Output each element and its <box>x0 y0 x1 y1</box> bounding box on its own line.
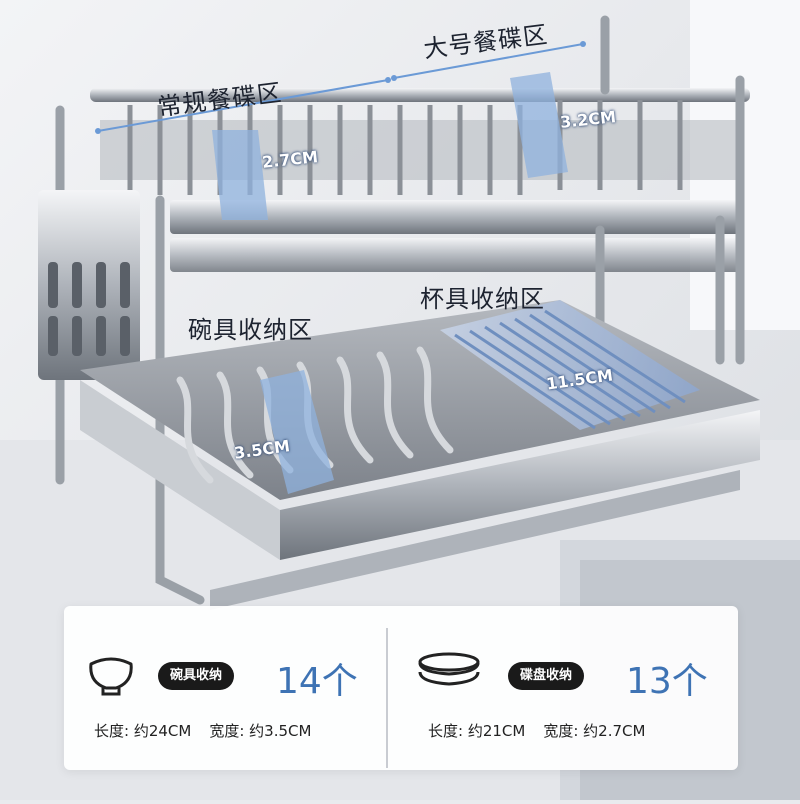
dimension-lines <box>95 41 586 134</box>
plate-storage-pill: 碟盘收纳 <box>508 662 585 690</box>
bowl-width: 宽度: 约3.5CM <box>209 722 312 740</box>
plate-length: 长度: 约21CM <box>428 722 526 740</box>
lower-tier <box>80 300 760 610</box>
zone-label-cup-storage: 杯具收纳区 <box>420 285 545 313</box>
plate-specs: 长度: 约21CM 宽度: 约2.7CM <box>428 720 645 741</box>
bowl-specs: 长度: 约24CM 宽度: 约3.5CM <box>94 720 311 741</box>
bowl-icon <box>86 646 136 696</box>
plate-width: 宽度: 约2.7CM <box>543 722 646 740</box>
panel-divider <box>386 628 388 768</box>
bowl-length: 长度: 约24CM <box>94 722 192 740</box>
plates-icon <box>416 650 482 692</box>
zone-label-bowl-storage: 碗具收纳区 <box>188 316 313 344</box>
utensil-holder <box>38 190 140 380</box>
plate-capacity-block: 碟盘收纳 13个 长度: 约21CM 宽度: 约2.7CM <box>388 606 738 770</box>
plate-count: 13个 <box>626 661 708 702</box>
bowl-capacity-block: 碗具收纳 14个 长度: 约24CM 宽度: 约3.5CM <box>64 606 386 770</box>
bowl-count: 14个 <box>276 661 358 702</box>
capacity-info-panel: 碗具收纳 14个 长度: 约24CM 宽度: 约3.5CM 碟盘收纳 13个 长度… <box>64 606 738 770</box>
bowl-storage-pill: 碗具收纳 <box>158 662 235 690</box>
